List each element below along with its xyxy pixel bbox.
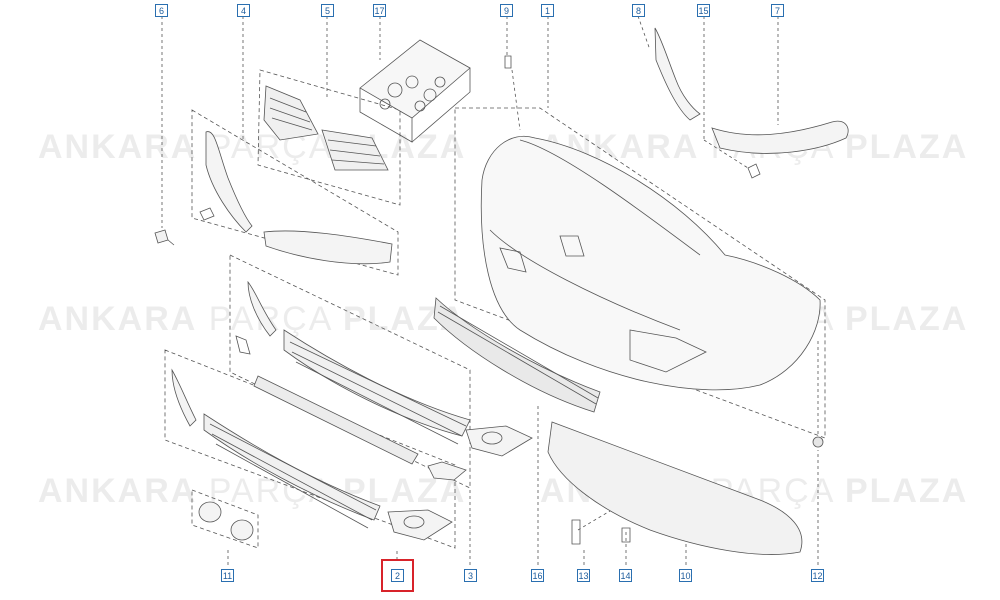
callout-8[interactable]: 8 xyxy=(632,4,645,17)
callout-1[interactable]: 1 xyxy=(541,4,554,17)
part-7-right-bracket xyxy=(711,120,849,154)
callout-16[interactable]: 16 xyxy=(531,569,544,582)
part-5-grille-inserts xyxy=(263,85,389,171)
part-3-upper-grille xyxy=(235,280,533,481)
callout-13[interactable]: 13 xyxy=(577,569,590,582)
callout-3[interactable]: 3 xyxy=(464,569,477,582)
callout-14[interactable]: 14 xyxy=(619,569,632,582)
callout-10[interactable]: 10 xyxy=(679,569,692,582)
part-2-lower-grille xyxy=(171,368,453,541)
fasteners xyxy=(504,55,824,545)
part-8-left-bracket xyxy=(654,27,701,121)
part-10-lower-shield xyxy=(547,421,803,555)
part-4-trim-moldings xyxy=(199,131,393,265)
leader-lines xyxy=(161,15,819,565)
callout-2-selected[interactable]: 2 xyxy=(381,559,414,592)
callout-11[interactable]: 11 xyxy=(221,569,234,582)
callout-12[interactable]: 12 xyxy=(811,569,824,582)
group-boxes xyxy=(164,69,826,549)
callout-7[interactable]: 7 xyxy=(771,4,784,17)
callout-15[interactable]: 15 xyxy=(697,4,710,17)
part-17-fastener-kit xyxy=(359,39,471,143)
part-11-fog-lamps xyxy=(198,501,254,541)
part-1-front-bumper xyxy=(480,136,821,391)
part-6-clip xyxy=(154,229,175,246)
callout-17[interactable]: 17 xyxy=(373,4,386,17)
callout-9[interactable]: 9 xyxy=(500,4,513,17)
callout-4[interactable]: 4 xyxy=(237,4,250,17)
callout-5[interactable]: 5 xyxy=(321,4,334,17)
callout-6[interactable]: 6 xyxy=(155,4,168,17)
part-16-mesh-grille xyxy=(433,297,601,413)
